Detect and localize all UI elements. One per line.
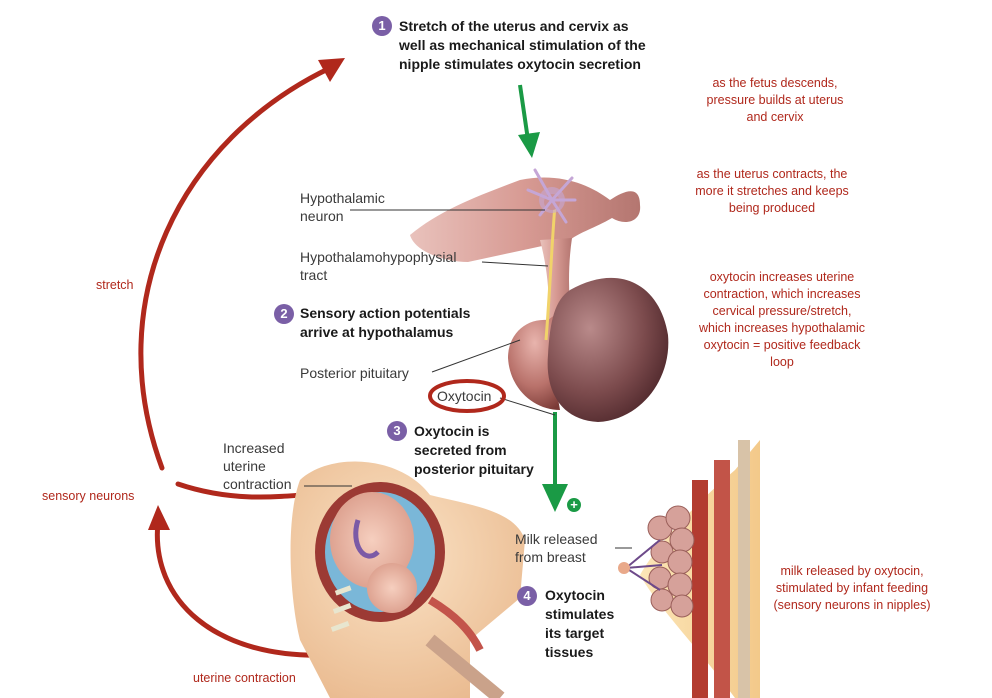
leader-lines: [304, 209, 632, 549]
step-3-line: secreted from: [414, 442, 507, 458]
step-1-text: Stretch of the uterus and cervix as well…: [399, 17, 646, 74]
note-line: (sensory neurons in nipples): [773, 598, 931, 612]
posterior-pituitary-label: Posterior pituitary: [300, 365, 409, 381]
note-line: more it stretches and keeps: [695, 184, 849, 198]
step-1-line: nipple stimulates oxytocin secretion: [399, 56, 641, 72]
milk-released-label: Milk released from breast: [515, 530, 597, 566]
uterine-contraction-loop-label: uterine contraction: [193, 671, 296, 685]
step-3-text: Oxytocin is secreted from posterior pitu…: [414, 422, 534, 479]
step-3-line: posterior pituitary: [414, 461, 534, 477]
step-1-line: well as mechanical stimulation of the: [399, 37, 646, 53]
note-fetus-descends: as the fetus descends, pressure builds a…: [680, 75, 870, 126]
label-line: tract: [300, 267, 328, 283]
label-line: Increased: [223, 440, 285, 456]
label-line: contraction: [223, 476, 292, 492]
step-2-line: Sensory action potentials: [300, 305, 471, 321]
step-4-line: stimulates: [545, 606, 615, 622]
step-4-line: Oxytocin: [545, 587, 605, 603]
step-1-badge: 1: [372, 16, 392, 36]
label-line: from breast: [515, 549, 586, 565]
note-line: and cervix: [746, 110, 804, 124]
tract-label: Hypothalamohypophysial tract: [300, 248, 456, 284]
step-2-text: Sensory action potentials arrive at hypo…: [300, 304, 470, 342]
step-4-badge: 4: [517, 586, 537, 606]
note-line: loop: [770, 355, 794, 369]
step-4-line: tissues: [545, 644, 594, 660]
step-2-line: arrive at hypothalamus: [300, 324, 454, 340]
note-line: being produced: [728, 201, 816, 215]
label-line: uterine: [223, 458, 266, 474]
note-positive-feedback: oxytocin increases uterine contraction, …: [682, 269, 882, 371]
label-line: neuron: [300, 208, 344, 224]
step-4-text: Oxytocin stimulates its target tissues: [545, 586, 614, 662]
uterus-illustration: [290, 461, 525, 698]
positive-plus-sign: +: [570, 497, 578, 512]
feedback-loop-arrows: [138, 58, 345, 658]
uterine-contraction-label: Increased uterine contraction: [223, 439, 291, 493]
oxytocin-label: Oxytocin: [437, 388, 492, 404]
label-line: Milk released: [515, 531, 598, 547]
note-line: oxytocin increases uterine: [709, 270, 855, 284]
sensory-neurons-label: sensory neurons: [42, 489, 135, 503]
step-4-line: its target: [545, 625, 605, 641]
note-line: stimulated by infant feeding: [775, 581, 929, 595]
step-2-badge: 2: [274, 304, 294, 324]
note-line: as the uterus contracts, the: [696, 167, 848, 181]
note-line: pressure builds at uterus: [706, 93, 844, 107]
breast-illustration: [618, 440, 760, 698]
note-milk-release: milk released by oxytocin, stimulated by…: [752, 563, 952, 614]
hypothalamic-neuron-label: Hypothalamic neuron: [300, 189, 385, 225]
note-line: oxytocin = positive feedback: [703, 338, 861, 352]
note-line: contraction, which increases: [703, 287, 861, 301]
green-arrows: [518, 84, 581, 512]
stretch-label: stretch: [96, 278, 134, 292]
step-3-badge: 3: [387, 421, 407, 441]
step-3-line: Oxytocin is: [414, 423, 490, 439]
oxytocin-highlight-ring: [428, 379, 506, 413]
pituitary-illustration: [410, 168, 669, 422]
note-line: cervical pressure/stretch,: [712, 304, 852, 318]
note-line: which increases hypothalamic: [698, 321, 866, 335]
note-line: milk released by oxytocin,: [780, 564, 924, 578]
step-1-line: Stretch of the uterus and cervix as: [399, 18, 629, 34]
note-line: as the fetus descends,: [712, 76, 838, 90]
label-line: Hypothalamic: [300, 190, 385, 206]
label-line: Hypothalamohypophysial: [300, 249, 457, 265]
note-uterus-contracts: as the uterus contracts, the more it str…: [672, 166, 872, 217]
